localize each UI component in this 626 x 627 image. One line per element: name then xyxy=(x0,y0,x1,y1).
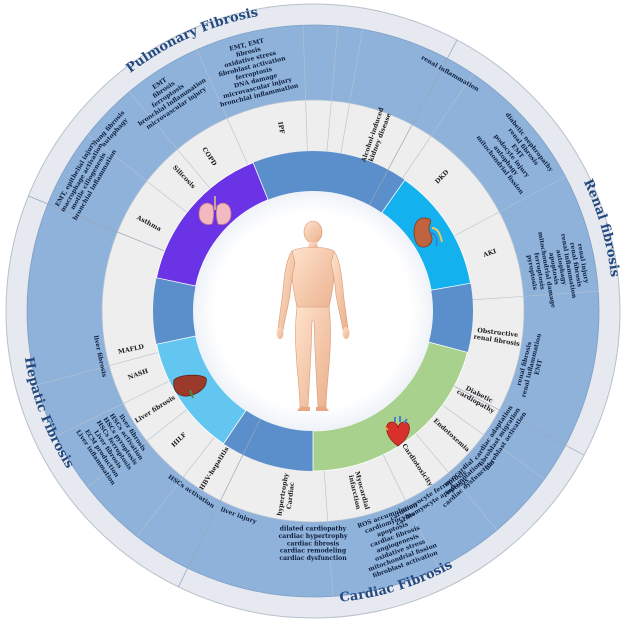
disease-label: Obstructive xyxy=(477,327,519,339)
lung-icon xyxy=(198,196,232,225)
mechanism-item: cardiac fibrosis xyxy=(287,540,340,547)
mechanism-item: cardiac hypertrophy xyxy=(279,533,348,540)
human-figure-icon xyxy=(276,220,350,411)
mechanism-item: dilated cardiopathy xyxy=(280,526,347,533)
mechanism-item: cardiac dysfunction xyxy=(279,555,347,562)
liver-icon xyxy=(173,374,207,399)
organ-ring xyxy=(156,162,472,472)
mechanism-item: cardiac remodeling xyxy=(280,548,347,555)
heart-icon xyxy=(383,416,410,447)
disease-renal-2: AKI xyxy=(482,248,498,259)
disease-label: IPF xyxy=(276,121,285,135)
disease-pulmonary-3: IPF xyxy=(276,121,285,135)
disease-label: Cardiac xyxy=(286,482,296,510)
disease-label: AKI xyxy=(482,248,498,259)
mechanism-item: EMT xyxy=(534,358,545,376)
kidney-icon xyxy=(413,217,443,248)
